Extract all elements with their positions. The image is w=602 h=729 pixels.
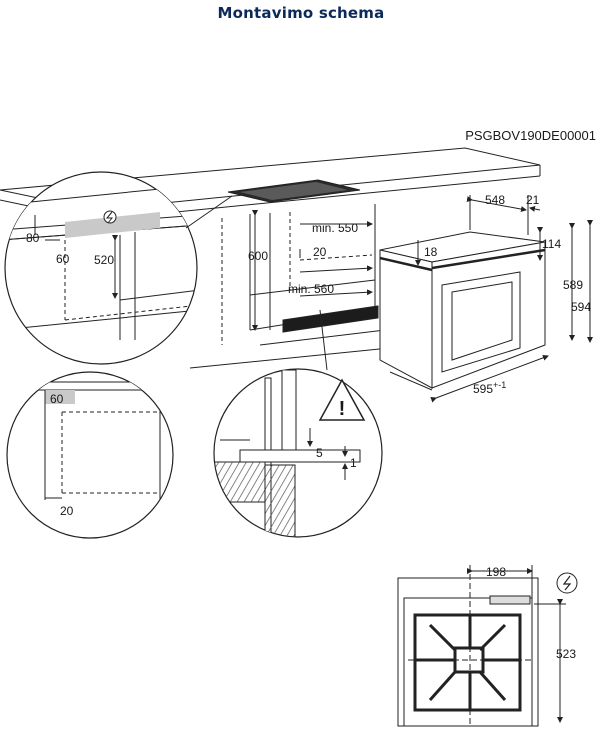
detail-circle-middle-left [6,371,174,539]
dim-60-top: 60 [56,252,70,266]
dim-60-left: 60 [50,392,64,406]
detail-circle-center: ! [213,368,383,538]
figure-code: PSGBOV190DE00001 [465,128,596,143]
dim-523: 523 [556,647,576,661]
dim-18: 18 [424,245,438,259]
dim-min-550: min. 550 [312,221,358,235]
detail-circle-top-left [4,171,198,365]
dim-589: 589 [563,278,583,292]
page-title: Montavimo schema [217,4,385,22]
dim-min-560: min. 560 [288,282,334,296]
dim-21: 21 [526,193,540,207]
dim-1: 1 [350,456,357,470]
dim-80: 80 [26,231,40,245]
dim-594: 594 [571,300,591,314]
dim-114: 114 [542,237,561,251]
dim-520: 520 [94,253,114,267]
dim-595: 595+-1 [473,380,506,396]
dim-548: 548 [485,193,505,207]
dim-5: 5 [316,446,323,460]
cabinet-dimensions [252,210,373,331]
warning-triangle-icon: ! [339,398,346,420]
dim-600: 600 [248,249,268,263]
dim-198: 198 [486,565,506,579]
power-connection-icon [556,572,578,594]
dim-20-middle: 20 [313,245,327,259]
oven-side-view [379,231,546,391]
hob-top-view [397,565,566,727]
dim-20-left: 20 [60,504,74,518]
